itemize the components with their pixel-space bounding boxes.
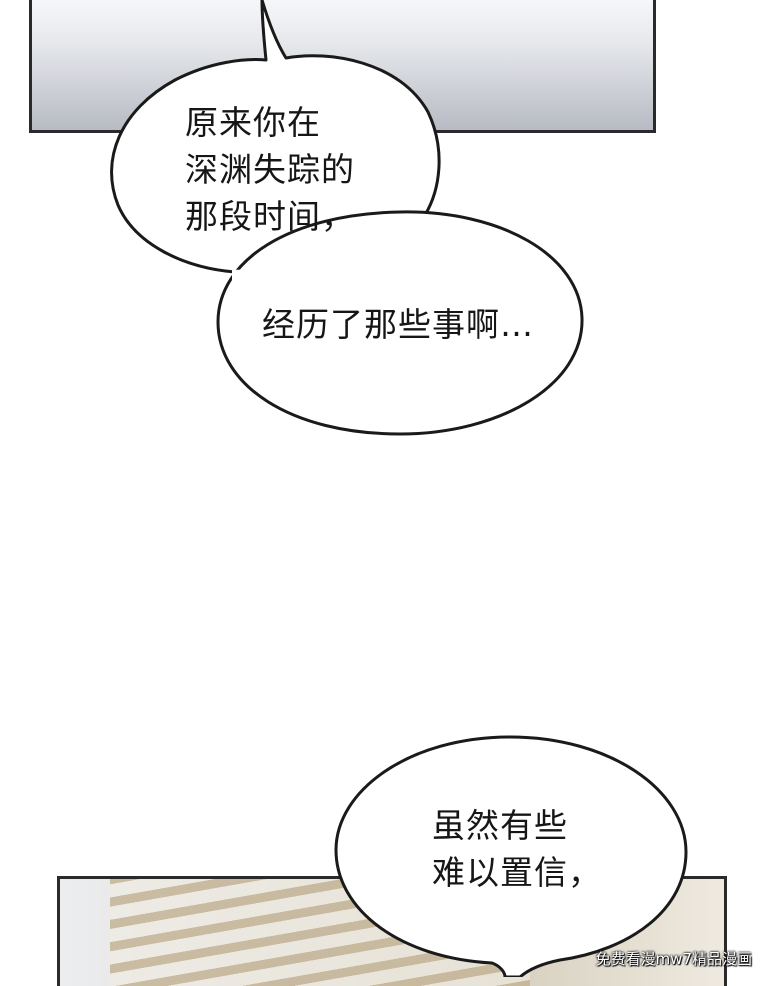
bubble-3-line-1: 虽然有些 xyxy=(432,806,568,845)
bubble-1-line-1: 原来你在 xyxy=(185,103,321,142)
bubble-3-line-2: 难以置信， xyxy=(432,853,602,892)
bubble-2-text: 经历了那些事啊… xyxy=(262,301,534,348)
bubble-3-text: 虽然有些难以置信， xyxy=(432,802,602,896)
bubble-1-line-3: 那段时间， xyxy=(185,197,355,236)
bubble-1-text: 原来你在深渊失踪的那段时间， xyxy=(185,99,355,240)
bubble-1-line-2: 深渊失踪的 xyxy=(185,150,355,189)
watermark-text: 免费看漫mw7精品漫画 xyxy=(595,950,752,968)
speech-bubble-3 xyxy=(334,735,688,977)
bubble-2-line-1: 经历了那些事啊… xyxy=(262,305,534,344)
